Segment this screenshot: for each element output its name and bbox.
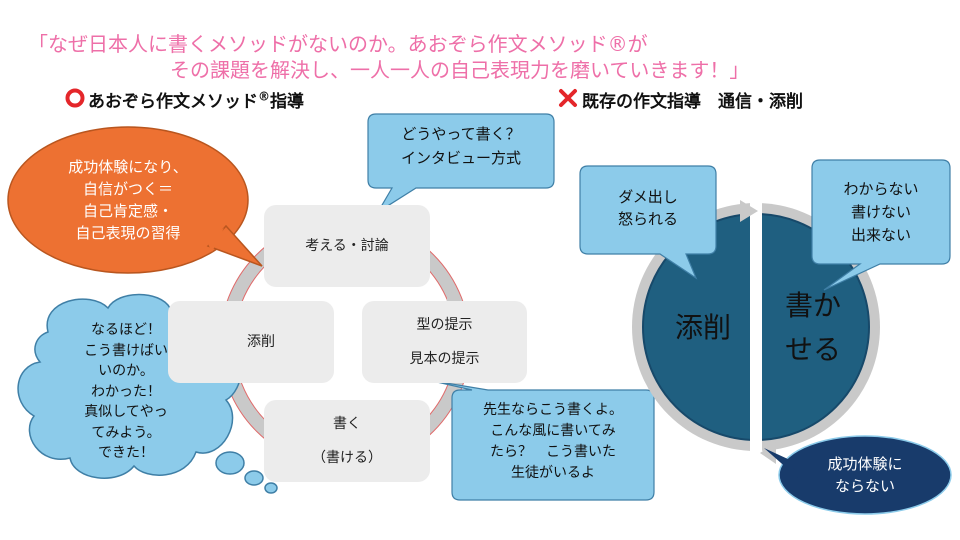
no-success-line: 成功体験に (827, 455, 903, 473)
thought-line: てみよう。 (91, 424, 161, 441)
scolded-callout-text: ダメ出し 怒られる (582, 186, 714, 230)
headline-line-1: 「なぜ日本人に書くメソッドがないのか。あおぞら作文メソッド®が (28, 32, 648, 56)
right-correct-label: 添削 (674, 311, 731, 344)
success-line: 成功体験になり、 (68, 158, 188, 176)
thought-line: できた！ (98, 445, 154, 461)
write-box: 書く （書ける） (264, 400, 430, 482)
how-line-2: インタビュー方式 (400, 149, 521, 167)
red-cross-icon (559, 89, 577, 107)
left-heading-text: あおぞら作文メソッド (88, 92, 258, 112)
success-line: 自己表現の習得 (75, 224, 181, 242)
write-label-2: （書ける） (312, 450, 382, 466)
right-heading: 既存の作文指導 通信・添削 (582, 92, 803, 112)
scolded-line: 怒られる (617, 210, 678, 228)
how-callout (367, 113, 555, 213)
teacher-line: 生徒がいるよ (511, 465, 595, 481)
no-success-bubble (764, 435, 952, 515)
success-bubble (7, 126, 263, 274)
cannot-line: 出来ない (850, 226, 911, 244)
how-line-1: どうやって書く？ (401, 125, 521, 143)
pattern-label-2: 見本の提示 (409, 351, 480, 367)
teacher-line: 先生ならこう書くよ。 (483, 402, 623, 418)
thought-line: いのか。 (98, 363, 154, 379)
no-success-text: 成功体験に ならない (790, 453, 940, 497)
correct-label: 添削 (247, 334, 275, 350)
make-write-line-1: 書か (784, 289, 841, 322)
registered-mark: ® (258, 89, 270, 104)
left-heading-suffix: 指導 (270, 92, 304, 112)
make-write-line-2: せる (784, 333, 841, 366)
headline-line-2: その課題を解決し、一人一人の自己表現力を磨いていきます！」 (170, 58, 750, 82)
no-success-line: ならない (834, 477, 895, 495)
cannot-line: わからない (843, 180, 919, 198)
cannot-line: 書けない (850, 203, 911, 221)
cycle-arrow-left-icon (760, 442, 776, 464)
scolded-callout (579, 165, 717, 280)
pattern-box: 型の提示 見本の提示 (362, 301, 527, 383)
think-box: 考える・討論 (264, 205, 430, 287)
success-line: 自己肯定感・ (82, 202, 173, 220)
write-label-1: 書く (333, 416, 361, 432)
teacher-line: こんな風に書いてみ (490, 423, 616, 439)
cannot-callout (811, 159, 951, 291)
think-label: 考える・討論 (305, 238, 389, 254)
scolded-line: ダメ出し (618, 188, 678, 206)
right-cycle (632, 190, 880, 465)
success-bubble-text: 成功体験になり、 自信がつく＝ 自己肯定感・ 自己表現の習得 (26, 156, 230, 244)
left-heading: あおぞら作文メソッド®指導 (88, 87, 304, 112)
thought-line: 真似してやっ (84, 404, 168, 420)
teacher-line: たら？ こう書いた (490, 444, 616, 460)
correct-box: 添削 (168, 301, 334, 383)
pattern-label-1: 型の提示 (416, 317, 473, 333)
thought-cloud-text: なるほど！ こう書けばい いのか。 わかった！ 真似してやっ てみよう。 できた… (46, 320, 206, 464)
success-line: 自信がつく＝ (82, 180, 173, 198)
teacher-callout-text: 先生ならこう書くよ。 こんな風に書いてみ たら？ こう書いた 生徒がいるよ (454, 400, 652, 484)
thought-line: こう書けばい (84, 342, 168, 359)
cannot-callout-text: わからない 書けない 出来ない (814, 178, 948, 247)
thought-line: わかった！ (91, 383, 161, 400)
how-callout-text: どうやって書く？ インタビュー方式 (370, 122, 552, 170)
thought-line: なるほど！ (91, 322, 161, 338)
right-make-write-label: 書か せる (770, 284, 856, 372)
cycle-arrow-right-icon (740, 200, 758, 222)
red-circle-icon (65, 88, 85, 108)
